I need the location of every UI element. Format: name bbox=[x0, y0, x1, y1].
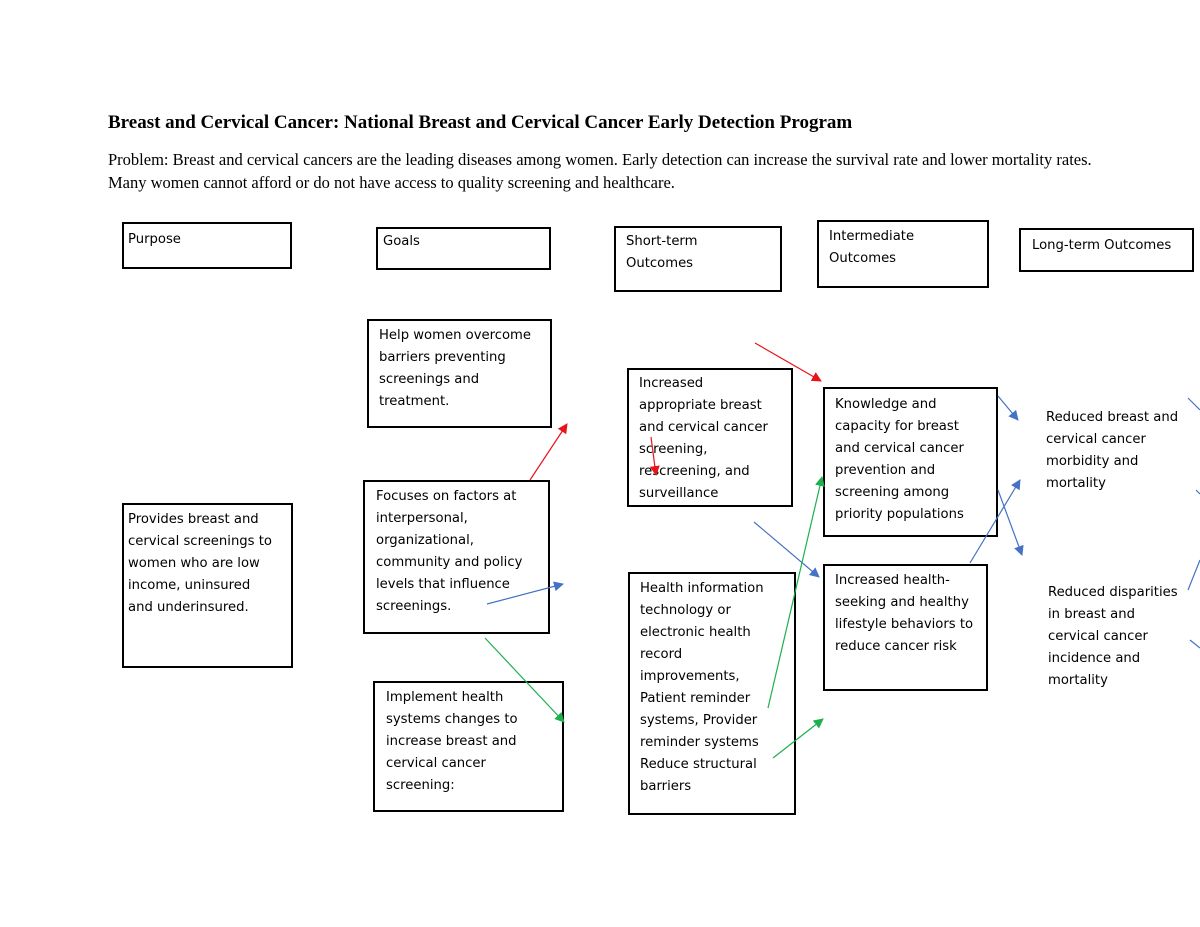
short-term-header-label: Short-term Outcomes bbox=[626, 234, 698, 271]
blue-line-right-edge-tick bbox=[1195, 489, 1200, 495]
intermediate-knowledge-box bbox=[823, 387, 998, 537]
long-term-morbidity-text: Reduced breast and cervical cancer morbi… bbox=[1046, 410, 1179, 491]
intermediate-knowledge-text: Knowledge and capacity for breast and ce… bbox=[835, 397, 964, 522]
short-term-header-box bbox=[614, 226, 782, 292]
intermediate-health-seeking-box bbox=[823, 564, 988, 691]
goal-health-systems-text: Implement health systems changes to incr… bbox=[386, 690, 518, 793]
purpose-box bbox=[122, 503, 293, 668]
long-term-disparities-text: Reduced disparities in breast and cervic… bbox=[1048, 585, 1178, 688]
purpose-header-label: Purpose bbox=[128, 232, 181, 247]
purpose-text: Provides breast and cervical screenings … bbox=[128, 512, 272, 615]
intermediate-header-label: Intermediate Outcomes bbox=[829, 229, 915, 266]
red-arrow-to-knowledge bbox=[754, 342, 822, 382]
blue-arrow-health-seeking-to-morbidity bbox=[969, 479, 1021, 564]
goal-overcome-barriers-text: Help women overcome barriers preventing … bbox=[379, 328, 532, 409]
blue-arrow-screening-to-health-seeking bbox=[753, 521, 820, 578]
short-term-screening-box bbox=[627, 368, 793, 507]
problem-statement: Problem: Breast and cervical cancers are… bbox=[108, 150, 1092, 192]
green-arrow-hit-to-knowledge bbox=[767, 476, 825, 709]
goal-health-systems-box bbox=[373, 681, 564, 812]
blue-line-right-edge-mid bbox=[1187, 559, 1200, 591]
blue-line-right-edge-upper bbox=[1187, 397, 1200, 411]
short-term-screening-text: Increased appropriate breast and cervica… bbox=[639, 376, 768, 501]
goals-header-label: Goals bbox=[383, 234, 420, 249]
goal-focus-factors-box bbox=[363, 480, 550, 634]
goals-header-box bbox=[376, 227, 551, 270]
red-arrow-short-vertical bbox=[649, 436, 660, 476]
blue-line-right-edge-lower bbox=[1189, 639, 1200, 649]
page-title: Breast and Cervical Cancer: National Bre… bbox=[108, 112, 853, 133]
goal-focus-factors-text: Focuses on factors at interpersonal, org… bbox=[376, 489, 523, 614]
intermediate-health-seeking-text: Increased health- seeking and healthy li… bbox=[835, 573, 974, 654]
blue-arrow-knowledge-to-morbidity bbox=[997, 395, 1019, 421]
long-term-header-box bbox=[1019, 228, 1194, 272]
blue-arrow-knowledge-to-disparities bbox=[997, 489, 1024, 556]
green-arrow-focus-to-health-systems bbox=[484, 637, 565, 723]
green-arrow-hit-to-health-seeking bbox=[772, 718, 824, 759]
intermediate-header-box bbox=[817, 220, 989, 288]
goal-overcome-barriers-box bbox=[367, 319, 552, 428]
purpose-header-box bbox=[122, 222, 292, 269]
red-arrow-focus-to-overcome bbox=[529, 423, 568, 481]
blue-arrow-focus-to-short bbox=[486, 581, 564, 605]
long-term-header-label: Long-term Outcomes bbox=[1032, 238, 1172, 253]
short-term-hit-text: Health information technology or electro… bbox=[640, 581, 764, 794]
short-term-hit-box bbox=[628, 572, 796, 815]
